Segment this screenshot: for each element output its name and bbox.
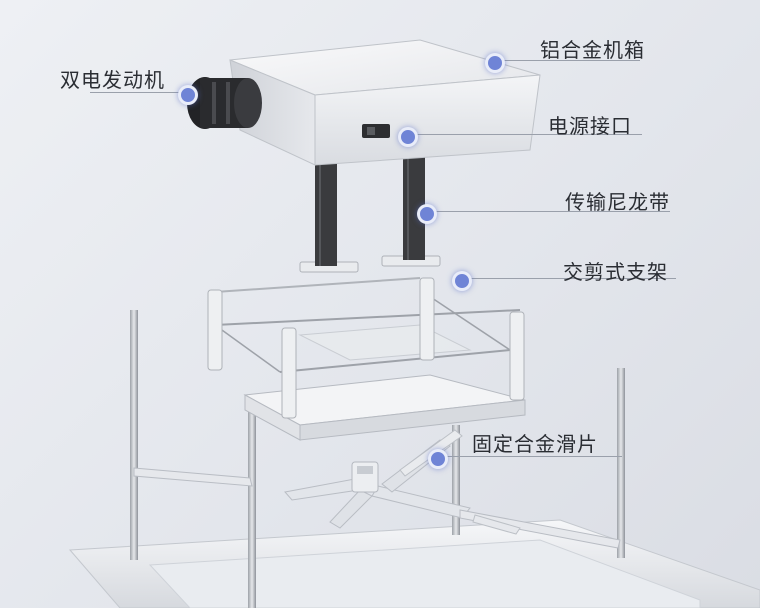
dual-motor — [187, 77, 262, 129]
scissor-tray — [207, 277, 526, 441]
marker-dual-motor — [178, 85, 198, 105]
belt-clamps — [299, 255, 441, 273]
label-power-port: 电源接口 — [548, 114, 632, 138]
label-aluminum-case: 铝合金机箱 — [540, 38, 645, 62]
marker-aluminum-case — [485, 53, 505, 73]
lead-line-aluminum-case — [500, 60, 640, 61]
label-nylon-belt: 传输尼龙带 — [565, 190, 670, 214]
threaded-rods — [130, 310, 625, 608]
marker-power-port — [398, 127, 418, 147]
marker-alloy-slide — [428, 449, 448, 469]
lead-line-alloy-slide — [440, 456, 622, 457]
label-alloy-slide: 固定合金滑片 — [472, 432, 598, 456]
mounting-frame — [68, 519, 760, 608]
marker-nylon-belt — [417, 204, 437, 224]
aluminum-case — [229, 39, 541, 166]
label-dual-motor: 双电发动机 — [60, 68, 165, 92]
label-scissor-bracket: 交剪式支架 — [563, 260, 668, 284]
marker-scissor-bracket — [452, 271, 472, 291]
lead-line-scissor-bracket — [466, 278, 676, 279]
lead-line-power-port — [412, 134, 642, 135]
nylon-belts — [315, 150, 425, 266]
lead-line-dual-motor — [90, 92, 186, 93]
lead-line-nylon-belt — [430, 211, 670, 212]
